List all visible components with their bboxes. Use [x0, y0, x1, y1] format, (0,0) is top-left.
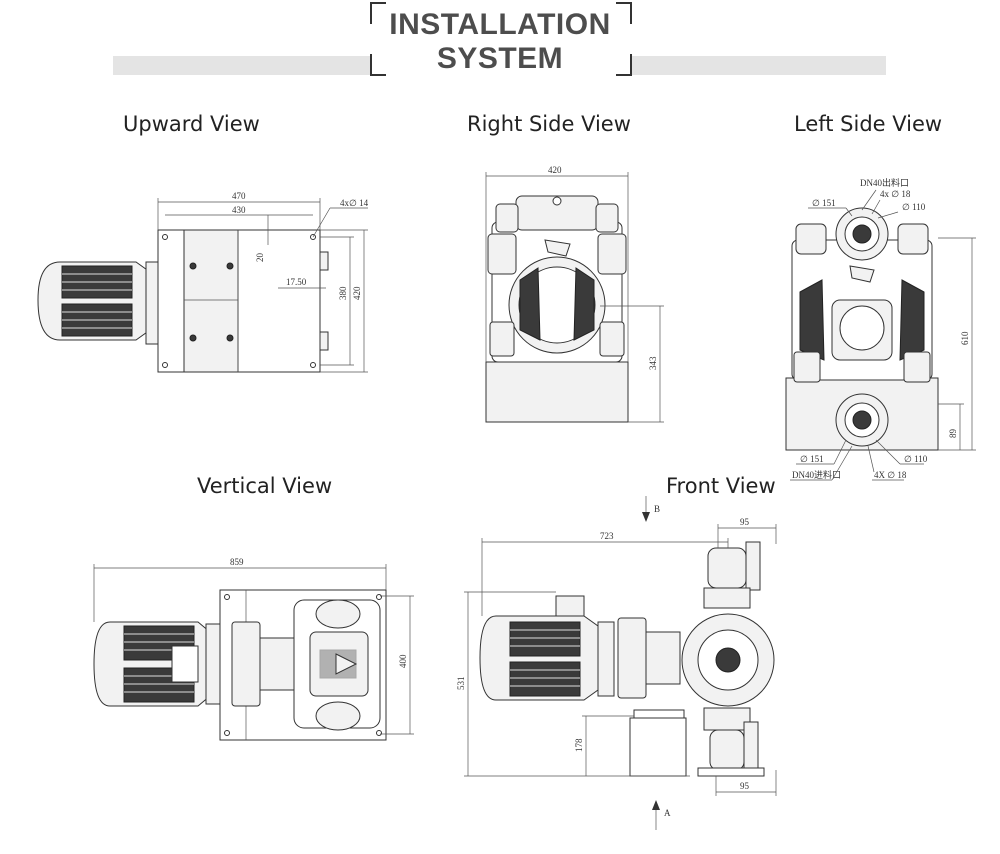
front-dim-base-height: 178 — [574, 738, 584, 752]
front-motor-fins — [509, 621, 581, 697]
vertical-view-drawing: 859 400 — [93, 557, 414, 741]
left-side-view-drawing: DN40出料口 4x ∅ 18 ∅ 151 ∅ 110 610 89 ∅ 151… — [785, 177, 976, 481]
left-side-view-label: Left Side View — [794, 112, 943, 136]
header: INSTALLATION SYSTEM — [0, 0, 1000, 80]
right-side-base — [485, 361, 629, 423]
left-side-bottom-bolts: 4X ∅ 18 — [874, 470, 907, 480]
title-bracket-top-right — [616, 2, 632, 24]
upward-dim-offset: 20 — [255, 253, 265, 263]
vertical-dim-width: 400 — [398, 654, 408, 668]
front-outlet-elbow — [707, 547, 747, 589]
front-view-drawing: B A — [456, 496, 777, 830]
left-side-top-pcd: ∅ 110 — [902, 202, 926, 212]
left-side-bottom-pcd: ∅ 110 — [904, 454, 928, 464]
front-arrow-b-icon — [642, 512, 650, 522]
upward-motor-fins — [61, 265, 133, 337]
front-terminal-box — [555, 595, 585, 617]
upward-coupling — [145, 261, 159, 345]
upward-dim-bolts: 4x∅ 14 — [340, 198, 369, 208]
front-dim-top-offset: 95 — [740, 517, 750, 527]
front-dim-height: 531 — [456, 677, 466, 691]
right-side-view-label: Right Side View — [467, 112, 631, 136]
right-side-dim-width: 420 — [548, 165, 562, 175]
upward-dim-inner-width: 430 — [232, 205, 246, 215]
upward-dim-spacing: 17.50 — [286, 277, 307, 287]
vertical-dim-length: 859 — [230, 557, 244, 567]
vertical-coupling — [231, 621, 261, 707]
front-stand — [629, 717, 687, 777]
right-side-view-drawing: 420 343 — [485, 165, 664, 423]
front-dim-length: 723 — [600, 531, 614, 541]
title-bracket-top-left — [370, 2, 386, 24]
front-view-label: Front View — [666, 474, 776, 498]
title-bracket-bottom-left — [370, 54, 386, 76]
left-side-top-bolts: 4x ∅ 18 — [880, 189, 911, 199]
left-side-outlet-label: DN40出料口 — [860, 177, 909, 188]
upward-dim-height-inner: 380 — [338, 286, 348, 300]
upward-base-plate — [157, 229, 321, 373]
vertical-view-label: Vertical View — [197, 474, 333, 498]
left-side-top-flange: ∅ 151 — [812, 198, 836, 208]
page-title-line1: INSTALLATION — [389, 8, 611, 41]
left-side-dim-base-height: 89 — [948, 429, 958, 439]
page-title-line2: SYSTEM — [436, 42, 564, 75]
front-coupling — [617, 617, 647, 699]
front-arrow-b-label: B — [654, 504, 660, 514]
front-pump-foot — [697, 767, 765, 777]
front-dim-bottom-offset: 95 — [740, 781, 750, 791]
upward-dim-total-width: 470 — [232, 191, 246, 201]
upward-view-drawing: 470 430 4x∅ 14 20 17.50 380 420 — [37, 191, 369, 373]
upward-view-label: Upward View — [123, 112, 260, 136]
upward-bracket — [183, 229, 239, 373]
front-inlet-elbow — [709, 729, 745, 771]
front-arrow-a-label: A — [664, 808, 671, 818]
front-arrow-a-icon — [652, 800, 660, 810]
left-side-bottom-flange: ∅ 151 — [800, 454, 824, 464]
left-side-dim-height: 610 — [960, 331, 970, 345]
upward-dim-height-outer: 420 — [352, 286, 362, 300]
title-backdrop — [370, 0, 630, 76]
title-bracket-bottom-right — [616, 54, 632, 76]
right-side-dim-height: 343 — [648, 356, 658, 370]
left-side-inlet-label: DN40进料口 — [792, 469, 841, 480]
